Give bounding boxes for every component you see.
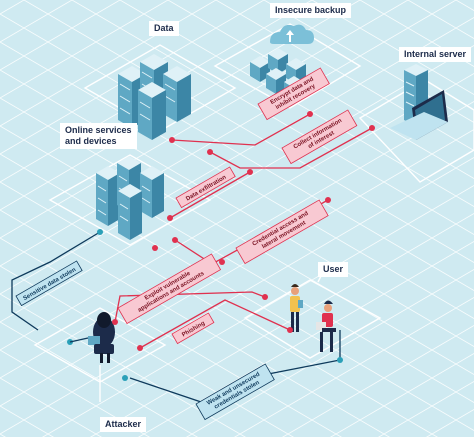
insecure-backup-label: Insecure backup bbox=[270, 3, 352, 18]
attacker-label: Attacker bbox=[100, 417, 147, 432]
internal-server-icon bbox=[390, 64, 448, 140]
path-collect bbox=[209, 127, 373, 169]
internal-server-label: Internal server bbox=[399, 47, 472, 62]
attacker-platform bbox=[33, 307, 167, 383]
path-phishing bbox=[139, 299, 291, 349]
path-exfiltration bbox=[169, 171, 251, 219]
path-exploit bbox=[114, 291, 266, 323]
data-servers-icon bbox=[118, 54, 191, 140]
online-services-label: Online services and devices bbox=[60, 123, 137, 149]
user-label: User bbox=[318, 262, 349, 277]
path-encrypt bbox=[171, 113, 311, 146]
attacker-figure-icon bbox=[88, 312, 115, 363]
laptop-icon bbox=[390, 90, 448, 140]
path-sensitive-stolen bbox=[11, 231, 101, 331]
backup-drives-icon bbox=[250, 24, 314, 98]
backup-platform bbox=[213, 23, 362, 109]
data-label: Data bbox=[149, 21, 179, 36]
attack-path-nodes bbox=[112, 111, 375, 351]
user-platform bbox=[243, 279, 382, 359]
user-figures-icon bbox=[290, 284, 336, 352]
standing-user-icon bbox=[290, 284, 303, 332]
services-servers-icon bbox=[96, 156, 164, 240]
seated-user-icon bbox=[316, 300, 336, 352]
